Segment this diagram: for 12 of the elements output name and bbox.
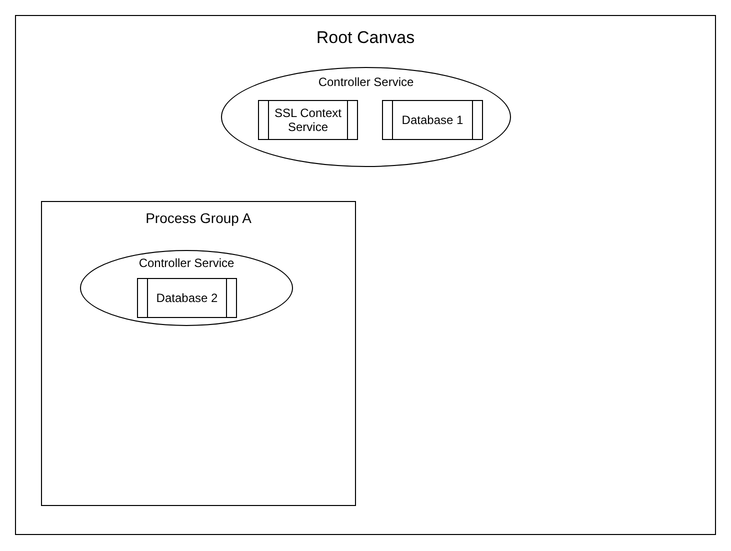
frame-title: Root Canvas — [315, 28, 416, 48]
service-box — [137, 278, 237, 318]
box-label: SSL Context Service — [274, 106, 342, 134]
service-box — [258, 100, 358, 140]
box-label: Database 2 — [155, 291, 219, 305]
group-frame — [41, 201, 356, 506]
group-title: Process Group A — [144, 210, 252, 226]
ellipse-label: Controller Service — [138, 256, 236, 270]
service-box — [382, 100, 483, 140]
box-label: Database 1 — [400, 113, 464, 127]
ellipse-label: Controller Service — [317, 75, 415, 89]
canvas-frame — [15, 15, 716, 535]
